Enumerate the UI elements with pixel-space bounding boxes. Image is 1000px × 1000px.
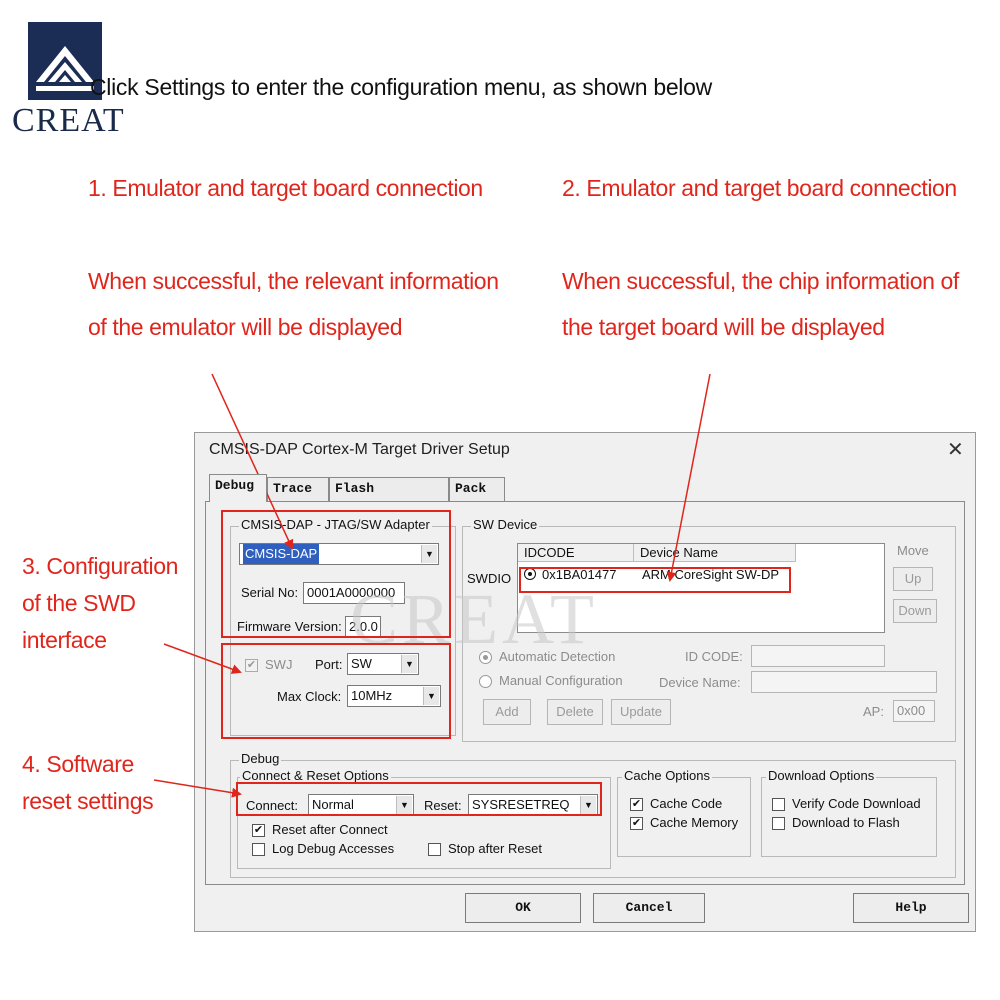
port-select-value: SW — [351, 656, 372, 671]
auto-detection-radio[interactable] — [479, 651, 492, 664]
log-debug-checkbox[interactable] — [252, 843, 265, 856]
adapter-group: CMSIS-DAP - JTAG/SW Adapter CMSIS-DAP ▼ … — [230, 517, 456, 736]
dialog-title: CMSIS-DAP Cortex-M Target Driver Setup — [209, 441, 510, 458]
note-1-line1: When successful, the relevant informatio… — [88, 268, 499, 294]
port-label: Port: — [315, 657, 343, 672]
note-3: 3. Configuration of the SWD interface — [22, 548, 178, 659]
note-4-line1: 4. Software — [22, 751, 134, 777]
up-button[interactable]: Up — [893, 567, 933, 591]
maxclock-label: Max Clock: — [277, 689, 342, 704]
chevron-down-icon: ▼ — [423, 687, 439, 705]
sw-device-group: SW Device SWDIO IDCODE Device Name 0x1BA… — [462, 517, 956, 742]
connect-select-value: Normal — [312, 797, 354, 812]
chevron-down-icon: ▼ — [421, 545, 437, 563]
connect-select[interactable]: Normal ▼ — [308, 794, 414, 816]
cache-memory-checkbox[interactable]: ✔ — [630, 817, 643, 830]
reset-after-connect-label: Reset after Connect — [272, 822, 388, 837]
note-3-line2: of the SWD — [22, 590, 136, 616]
note-2-line2: the target board will be displayed — [562, 314, 885, 340]
ap-input[interactable]: 0x00 — [893, 700, 935, 722]
reset-label: Reset: — [424, 798, 462, 813]
idcode-input[interactable] — [751, 645, 885, 667]
swdio-label: SWDIO — [467, 571, 512, 586]
debug-tab-panel: CMSIS-DAP - JTAG/SW Adapter CMSIS-DAP ▼ … — [205, 501, 965, 885]
col-device-name: Device Name — [634, 544, 796, 562]
download-options-group: Download Options Verify Code Download Do… — [761, 768, 937, 857]
manual-config-label: Manual Configuration — [499, 673, 623, 688]
cache-options-legend: Cache Options — [622, 768, 712, 783]
cache-options-group: Cache Options ✔ Cache Code ✔ Cache Memor… — [617, 768, 751, 857]
note-2-line1: When successful, the chip information of — [562, 268, 959, 294]
sw-device-legend: SW Device — [471, 517, 540, 532]
reset-select[interactable]: SYSRESETREQ ▼ — [468, 794, 598, 816]
firmware-label: Firmware Version: — [237, 619, 342, 634]
col-idcode: IDCODE — [518, 544, 634, 562]
note-2-title: 2. Emulator and target board connection — [562, 175, 957, 201]
row-idcode: 0x1BA01477 — [542, 567, 617, 582]
download-to-flash-checkbox[interactable] — [772, 817, 785, 830]
tab-flash-download[interactable]: Flash Download — [329, 477, 449, 518]
idcode-label: ID CODE: — [685, 649, 743, 664]
chevron-down-icon: ▼ — [396, 796, 412, 814]
serial-field: 0001A0000000 — [303, 582, 405, 604]
download-to-flash-label: Download to Flash — [792, 815, 900, 830]
debug-group-legend: Debug — [239, 751, 282, 766]
note-4-line2: reset settings — [22, 788, 154, 814]
intro-text: Click Settings to enter the configuratio… — [90, 74, 712, 100]
tab-pack[interactable]: Pack — [449, 477, 505, 501]
connect-label: Connect: — [246, 798, 299, 813]
stop-after-reset-label: Stop after Reset — [448, 841, 542, 856]
cache-code-label: Cache Code — [650, 796, 723, 811]
chevron-down-icon: ▼ — [580, 796, 596, 814]
connect-reset-legend: Connect & Reset Options — [240, 768, 391, 783]
chevron-down-icon: ▼ — [401, 655, 417, 673]
reset-after-connect-checkbox[interactable]: ✔ — [252, 824, 265, 837]
ok-button[interactable]: OK — [465, 893, 581, 923]
down-button[interactable]: Down — [893, 599, 937, 623]
manual-config-radio[interactable] — [479, 675, 492, 688]
row-device-name: ARM CoreSight SW-DP — [642, 567, 780, 582]
stop-after-reset-checkbox[interactable] — [428, 843, 441, 856]
add-button[interactable]: Add — [483, 699, 531, 725]
debug-group: Debug Connect & Reset Options Connect: N… — [230, 751, 956, 878]
note-3-line3: interface — [22, 627, 107, 653]
note-1-title: 1. Emulator and target board connection — [88, 175, 483, 201]
logo-text: CREAT — [12, 102, 125, 139]
serial-label: Serial No: — [241, 585, 299, 600]
device-name-label: Device Name: — [659, 675, 741, 690]
swj-checkbox[interactable]: ✔ — [245, 659, 258, 672]
verify-download-label: Verify Code Download — [792, 796, 921, 811]
tab-trace[interactable]: Trace — [267, 477, 329, 501]
creat-logo-icon — [28, 22, 102, 100]
cancel-button[interactable]: Cancel — [593, 893, 705, 923]
log-debug-label: Log Debug Accesses — [272, 841, 395, 856]
verify-download-checkbox[interactable] — [772, 798, 785, 811]
reset-select-value: SYSRESETREQ — [472, 797, 570, 812]
maxclock-select-value: 10MHz — [351, 688, 393, 703]
note-3-line1: 3. Configuration — [22, 553, 178, 579]
connect-reset-group: Connect & Reset Options Connect: Normal … — [237, 768, 611, 869]
auto-detection-label: Automatic Detection — [499, 649, 616, 664]
ap-label: AP: — [863, 704, 884, 719]
delete-button[interactable]: Delete — [547, 699, 603, 725]
tab-debug[interactable]: Debug — [209, 474, 267, 502]
cache-code-checkbox[interactable]: ✔ — [630, 798, 643, 811]
swj-label: SWJ — [265, 657, 293, 672]
note-4: 4. Software reset settings — [22, 746, 154, 820]
adapter-group-legend: CMSIS-DAP - JTAG/SW Adapter — [239, 517, 432, 532]
adapter-select[interactable]: CMSIS-DAP ▼ — [239, 543, 439, 565]
watermark-text: CREAT — [350, 579, 599, 659]
cache-memory-label: Cache Memory — [650, 815, 739, 830]
target-driver-setup-dialog: CMSIS-DAP Cortex-M Target Driver Setup ✕… — [194, 432, 976, 932]
move-label: Move — [897, 543, 929, 558]
note-1-line2: of the emulator will be displayed — [88, 314, 403, 340]
port-select[interactable]: SW ▼ — [347, 653, 419, 675]
device-name-input[interactable] — [751, 671, 937, 693]
update-button[interactable]: Update — [611, 699, 671, 725]
adapter-select-value: CMSIS-DAP — [243, 544, 320, 564]
download-options-legend: Download Options — [766, 768, 877, 783]
maxclock-select[interactable]: 10MHz ▼ — [347, 685, 441, 707]
close-icon[interactable]: ✕ — [947, 439, 964, 461]
help-button[interactable]: Help — [853, 893, 969, 923]
